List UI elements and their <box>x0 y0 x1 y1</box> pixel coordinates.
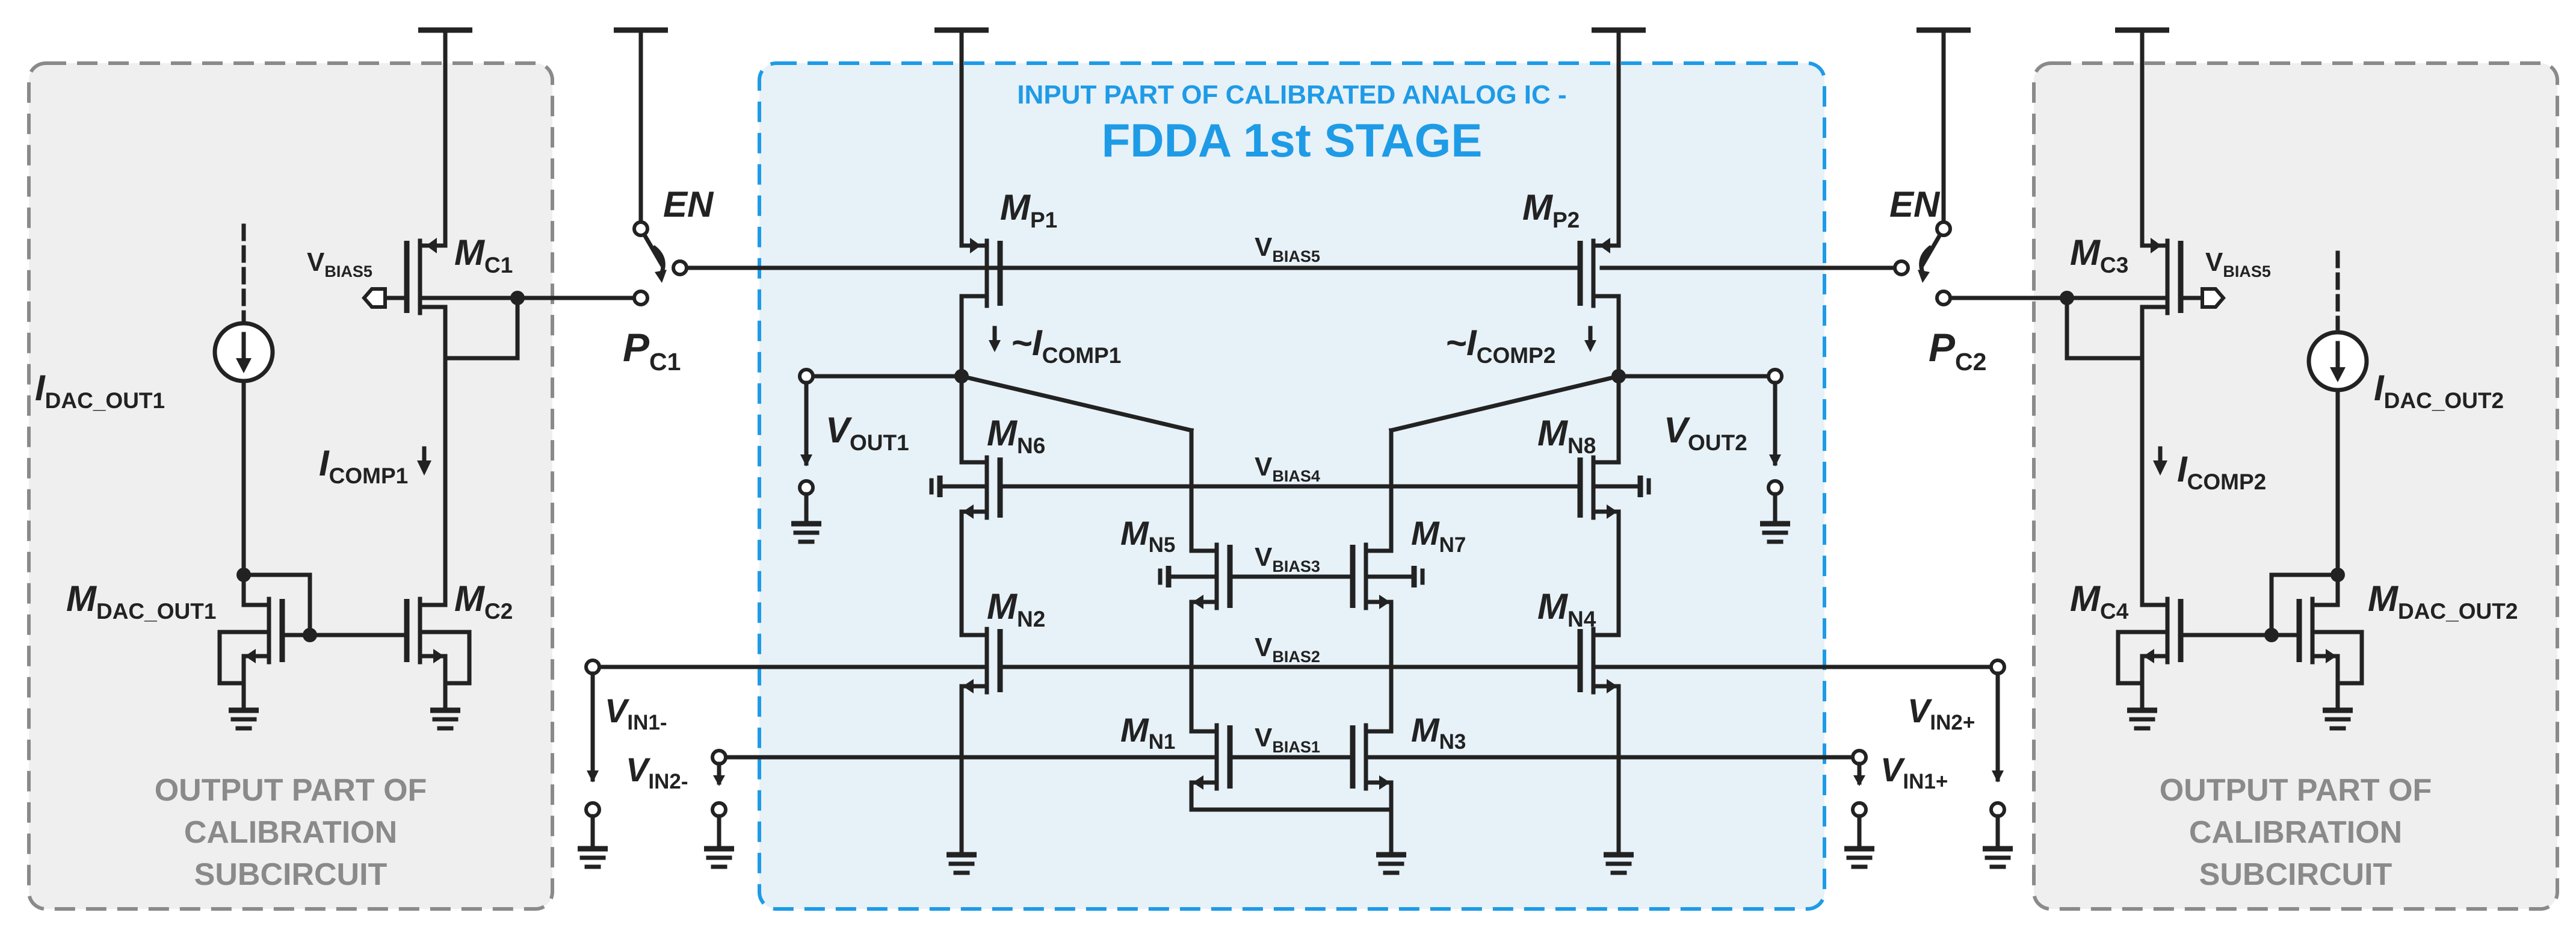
label-vin2p: VIN2+ <box>1907 692 1975 734</box>
label-vin1p: VIN1+ <box>1880 751 1948 793</box>
label-vout2: VOUT2 <box>1664 410 1747 455</box>
label-vbias2: VBIAS2 <box>1255 633 1320 666</box>
vdd-rails <box>418 27 2169 248</box>
label-vbias5-36: VBIAS5 <box>2205 247 2271 281</box>
center-panel-title: FDDA 1st STAGE <box>1102 114 1483 167</box>
label-mn7: MN7 <box>1411 514 1466 557</box>
label-icomp2: ICOMP2 <box>2177 449 2266 494</box>
idac-out1-source <box>212 223 431 582</box>
mp1-transistor <box>959 238 1003 376</box>
label-vbias5: VBIAS5 <box>1255 232 1320 265</box>
label-vin2m: VIN2- <box>626 751 688 793</box>
mc1-transistor <box>362 238 525 607</box>
label-mp2: MP2 <box>1522 187 1580 232</box>
label-idac2: IDAC_OUT2 <box>2374 368 2504 413</box>
label-en-2: EN <box>1889 184 1941 225</box>
left-panel-caption-1: OUTPUT PART OF <box>155 773 427 808</box>
label-icomp1: ICOMP1 <box>319 443 408 488</box>
label-vout1: VOUT1 <box>826 410 909 455</box>
label-mn6: MN6 <box>987 413 1045 458</box>
mc4-transistor <box>2116 597 2184 731</box>
label-mdac2: MDAC_OUT2 <box>2368 578 2518 624</box>
label-mn2: MN2 <box>987 586 1045 631</box>
mdac-out2-mirror <box>2178 572 2364 731</box>
left-panel-caption-2: CALIBRATION <box>184 815 397 850</box>
label-vin1m: VIN1- <box>605 692 667 734</box>
label-mn8: MN8 <box>1537 413 1596 458</box>
label-pc2: PC2 <box>1929 325 1986 376</box>
mc2-transistor <box>404 597 472 731</box>
label-mp1: MP1 <box>1000 187 1057 232</box>
idac-out2-source <box>2153 250 2369 582</box>
label-mn5: MN5 <box>1120 514 1175 557</box>
label-icomp1-t: ~ICOMP1 <box>1011 323 1121 368</box>
label-mc1: MC1 <box>454 232 513 277</box>
center-panel-subtitle: INPUT PART OF CALIBRATED ANALOG IC - <box>1017 80 1566 110</box>
label-idac1: IDAC_OUT1 <box>35 368 165 413</box>
label-mn3: MN3 <box>1411 711 1466 754</box>
label-mdac1: MDAC_OUT1 <box>66 578 216 624</box>
right-panel-caption-2: CALIBRATION <box>2189 815 2402 850</box>
label-icomp2-t: ~ICOMP2 <box>1445 323 1555 368</box>
mc3-transistor <box>2060 238 2226 607</box>
label-mn1: MN1 <box>1120 711 1175 754</box>
en-switch-left <box>515 220 667 306</box>
mn4-transistor <box>1577 627 1634 875</box>
label-en-1: EN <box>663 184 714 225</box>
output-nodes <box>791 368 1790 553</box>
right-panel-caption-3: SUBCIRCUIT <box>2199 857 2392 892</box>
left-panel-caption-3: SUBCIRCUIT <box>194 857 388 892</box>
mn2-transistor <box>947 627 1003 875</box>
label-vbias4: VBIAS4 <box>1255 452 1320 485</box>
label-vbias3: VBIAS3 <box>1255 542 1320 575</box>
en-switch-right <box>1918 220 2069 306</box>
label-vbias1: VBIAS1 <box>1255 723 1320 756</box>
label-mc4: MC4 <box>2070 578 2129 624</box>
input-sources <box>578 671 2013 869</box>
mdac-out1-mirror <box>217 572 409 731</box>
mn8-transistor <box>1577 374 1651 637</box>
label-vbias5-35: VBIAS5 <box>307 247 372 281</box>
label-mc3: MC3 <box>2070 232 2128 277</box>
right-calibration-panel <box>2032 61 2559 911</box>
label-mn4: MN4 <box>1537 586 1596 631</box>
mn1-transistor <box>1189 723 1394 812</box>
mp2-transistor <box>1577 238 1621 376</box>
label-pc1: PC1 <box>623 325 681 376</box>
label-mc2: MC2 <box>454 578 513 624</box>
right-panel-caption-1: OUTPUT PART OF <box>2160 773 2432 808</box>
